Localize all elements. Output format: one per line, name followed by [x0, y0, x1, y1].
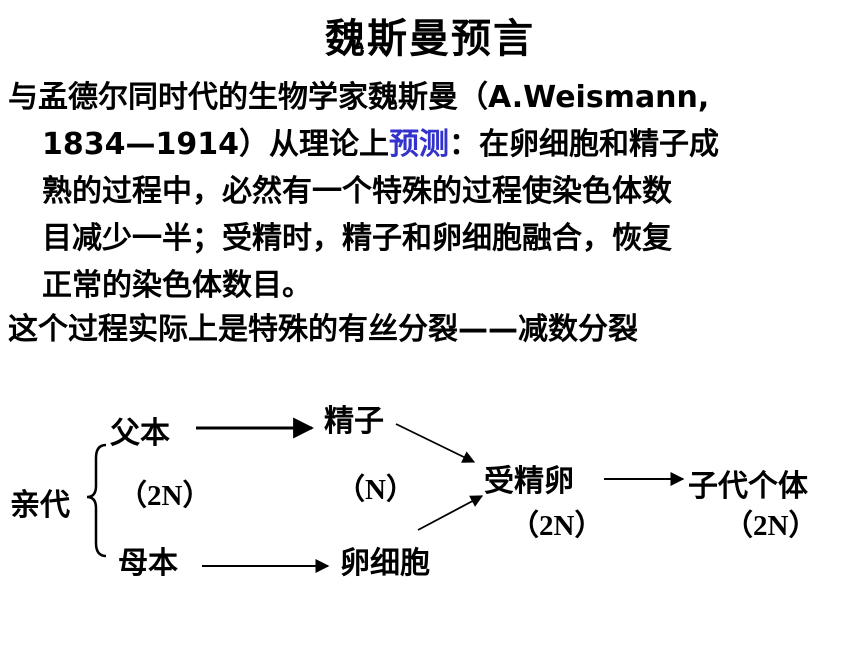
sperm-label: 精子 [324, 404, 384, 439]
parents-brace [86, 443, 107, 558]
paragraph-line-5: 正常的染色体数目。 [42, 268, 312, 303]
sperm-to-zygote-arrow [395, 423, 476, 463]
gamete-ploidy-label: （N） [336, 474, 415, 506]
egg-label: 卵细胞 [340, 546, 430, 581]
paragraph-line-2-start: 1834—1914）从理论上 [42, 127, 389, 162]
paragraph-line-4: 目减少一半；受精时，精子和卵细胞融合，恢复 [42, 221, 672, 256]
offspring-ploidy-label: （2N） [724, 510, 818, 542]
paragraph-line-1: 与孟德尔同时代的生物学家魏斯曼（A.Weismann, [8, 80, 710, 115]
zygote-label: 受精卵 [484, 464, 574, 499]
paragraph-line-2: 1834—1914）从理论上预测：在卵细胞和精子成 [8, 121, 858, 168]
zygote-ploidy-label: （2N） [510, 510, 604, 542]
parents-label: 亲代 [10, 488, 70, 523]
paragraph-line-2-end: ：在卵细胞和精子成 [449, 127, 719, 162]
offspring-label: 子代个体 [688, 469, 808, 504]
prediction-highlight: 预测 [389, 127, 449, 162]
mother-label: 母本 [118, 546, 178, 581]
page-title: 魏斯曼预言 [325, 16, 535, 62]
father-label: 父本 [110, 416, 170, 451]
egg-to-zygote-arrow [417, 495, 484, 531]
parent-ploidy-label: （2N） [118, 480, 212, 512]
paragraph-line-3: 熟的过程中，必然有一个特殊的过程使染色体数 [42, 174, 672, 209]
prediction-paragraph: 与孟德尔同时代的生物学家魏斯曼（A.Weismann, 1834—1914）从理… [8, 74, 858, 309]
conclusion-text: 这个过程实际上是特殊的有丝分裂——减数分裂 [8, 312, 638, 347]
